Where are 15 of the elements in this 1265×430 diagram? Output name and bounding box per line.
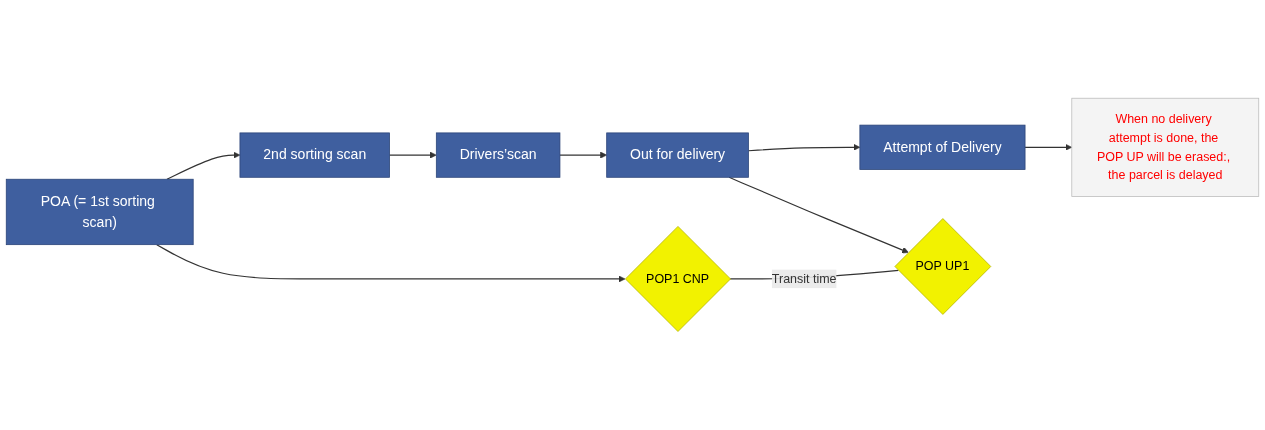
edge-label: Transit time xyxy=(771,272,837,286)
node-box: 2nd sorting scan xyxy=(239,132,390,178)
node-diamond: POP1 CNP xyxy=(625,226,731,332)
arrow xyxy=(166,151,241,180)
node-box: When no delivery attempt is done, the POP UP will be erased:, the parcel is delayed xyxy=(1071,97,1260,197)
node-box: Drivers’scan xyxy=(435,132,561,178)
arrow xyxy=(389,151,437,159)
node-box: Out for delivery xyxy=(606,132,749,178)
node-box: Attempt of Delivery xyxy=(859,124,1026,170)
arrow xyxy=(1024,144,1073,151)
arrow xyxy=(559,151,607,159)
arrow xyxy=(156,244,626,283)
node-box: POA (= 1st sorting scan) xyxy=(5,178,194,246)
arrow xyxy=(747,144,861,152)
node-diamond: POP UP1 xyxy=(894,218,992,315)
